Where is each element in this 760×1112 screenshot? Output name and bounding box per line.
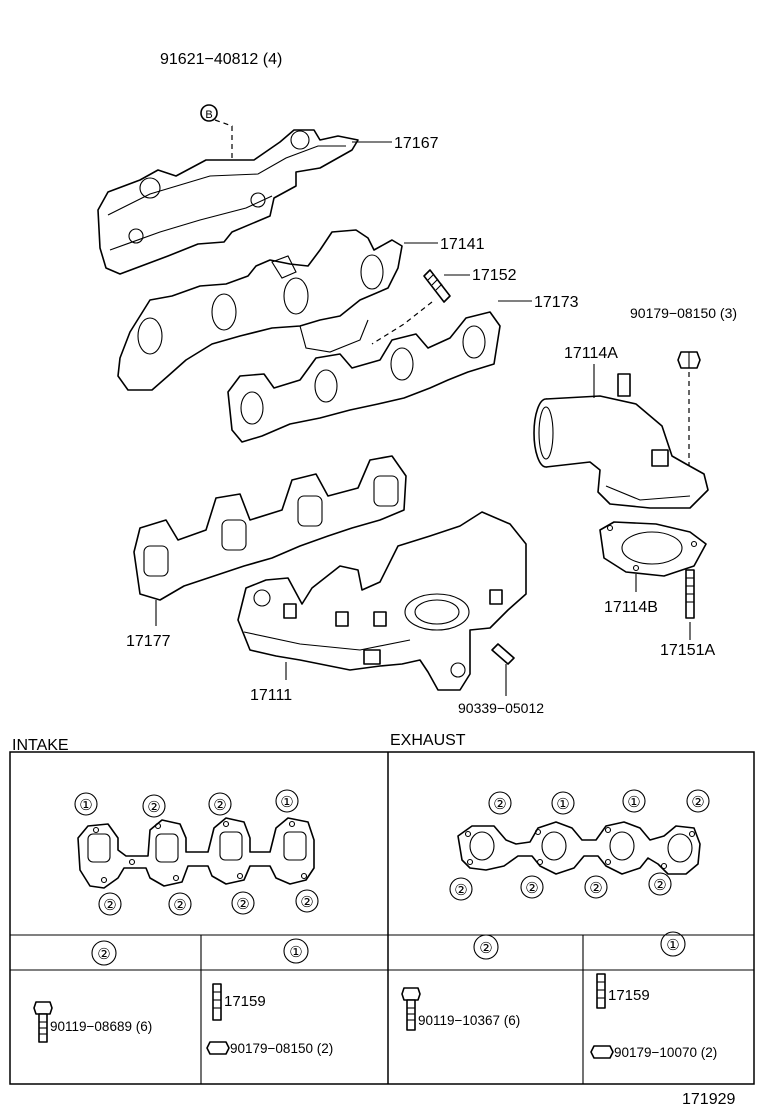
stud-17151a-icon <box>685 569 695 619</box>
bolt-90119-10367-icon <box>401 987 421 1031</box>
stud-17152-icon <box>423 269 451 303</box>
nut-91621-icon: B <box>200 104 218 122</box>
intake-marker-bottom-4: ② <box>300 894 313 911</box>
outlet-gasket-icon <box>599 521 707 577</box>
label-17152: 17152 <box>472 267 517 284</box>
exhaust-marker-bottom-1: ② <box>454 882 467 899</box>
stud-17159-icon-2 <box>596 973 606 1009</box>
label-17167: 17167 <box>394 135 439 152</box>
exhaust-marker-top-3: ① <box>627 794 640 811</box>
label-90339: 90339−05012 <box>458 700 544 716</box>
intake-marker-bottom-2: ② <box>173 897 186 914</box>
exhaust-marker-top-2: ① <box>556 796 569 813</box>
table-header-1: ② <box>97 946 110 963</box>
outlet-pipe-icon <box>533 373 709 509</box>
label-17173: 17173 <box>534 294 579 311</box>
stud-17159-icon-1 <box>212 983 222 1021</box>
table-header-4: ① <box>666 937 679 954</box>
intake-marker-bottom-1: ② <box>103 897 116 914</box>
heat-insulator-icon <box>97 129 359 275</box>
intake-marker-top-3: ② <box>213 797 226 814</box>
label-91621: 91621−40812 (4) <box>160 51 282 68</box>
label-17114a: 17114A <box>564 345 618 362</box>
bolt-90119-08689-icon <box>33 1001 53 1043</box>
intake-flange-icon <box>77 817 315 889</box>
cell2-stud-label: 17159 <box>224 993 266 1010</box>
nut-90179-08150-icon <box>206 1041 230 1055</box>
exhaust-marker-bottom-3: ② <box>589 880 602 897</box>
bolt-table-frame <box>9 751 755 1085</box>
cell1-bolt-label: 90119−08689 (6) <box>50 1019 152 1034</box>
exhaust-bottom-markers: ② ② ② ② <box>449 872 672 901</box>
label-17177: 17177 <box>126 633 171 650</box>
exhaust-top-markers: ② ① ① ② <box>488 789 710 815</box>
intake-bottom-markers: ② ② ② ② <box>98 889 319 916</box>
nut-letter: B <box>205 109 212 121</box>
table-header-row: ② ① ② ① <box>91 931 686 966</box>
exhaust-marker-top-1: ② <box>493 796 506 813</box>
label-90179-3: 90179−08150 (3) <box>630 305 737 321</box>
table-header-3: ② <box>479 940 492 957</box>
exhaust-marker-top-4: ② <box>691 794 704 811</box>
intake-marker-bottom-3: ② <box>236 896 249 913</box>
pin-90339-icon <box>491 643 515 665</box>
intake-marker-top-4: ① <box>280 794 293 811</box>
intake-top-markers: ① ② ② ① <box>74 789 299 818</box>
intake-marker-top-2: ② <box>147 799 160 816</box>
label-17111: 17111 <box>250 687 292 704</box>
exhaust-manifold-icon <box>117 229 403 391</box>
label-17114b: 17114B <box>604 599 658 616</box>
nut-90179-10070-icon <box>590 1045 614 1059</box>
exhaust-marker-bottom-4: ② <box>653 877 666 894</box>
exhaust-flange-icon <box>457 821 701 875</box>
exhaust-marker-bottom-2: ② <box>525 880 538 897</box>
intake-manifold-icon <box>237 511 527 691</box>
cell4-nut-label: 90179−10070 (2) <box>614 1045 717 1060</box>
figure-number: 171929 <box>682 1091 735 1108</box>
intake-gasket-icon <box>133 455 407 601</box>
nut-90179-icon <box>677 351 701 369</box>
label-17151a: 17151A <box>660 642 715 659</box>
intake-marker-top-1: ① <box>79 797 92 814</box>
label-17141: 17141 <box>440 236 485 253</box>
cell2-nut-label: 90179−08150 (2) <box>230 1041 333 1056</box>
exhaust-gasket-icon <box>227 311 501 443</box>
table-header-2: ① <box>289 944 302 961</box>
cell3-bolt-label: 90119−10367 (6) <box>418 1013 520 1028</box>
exhaust-title: EXHAUST <box>390 732 466 749</box>
cell4-stud-label: 17159 <box>608 987 650 1004</box>
intake-title: INTAKE <box>12 737 69 754</box>
